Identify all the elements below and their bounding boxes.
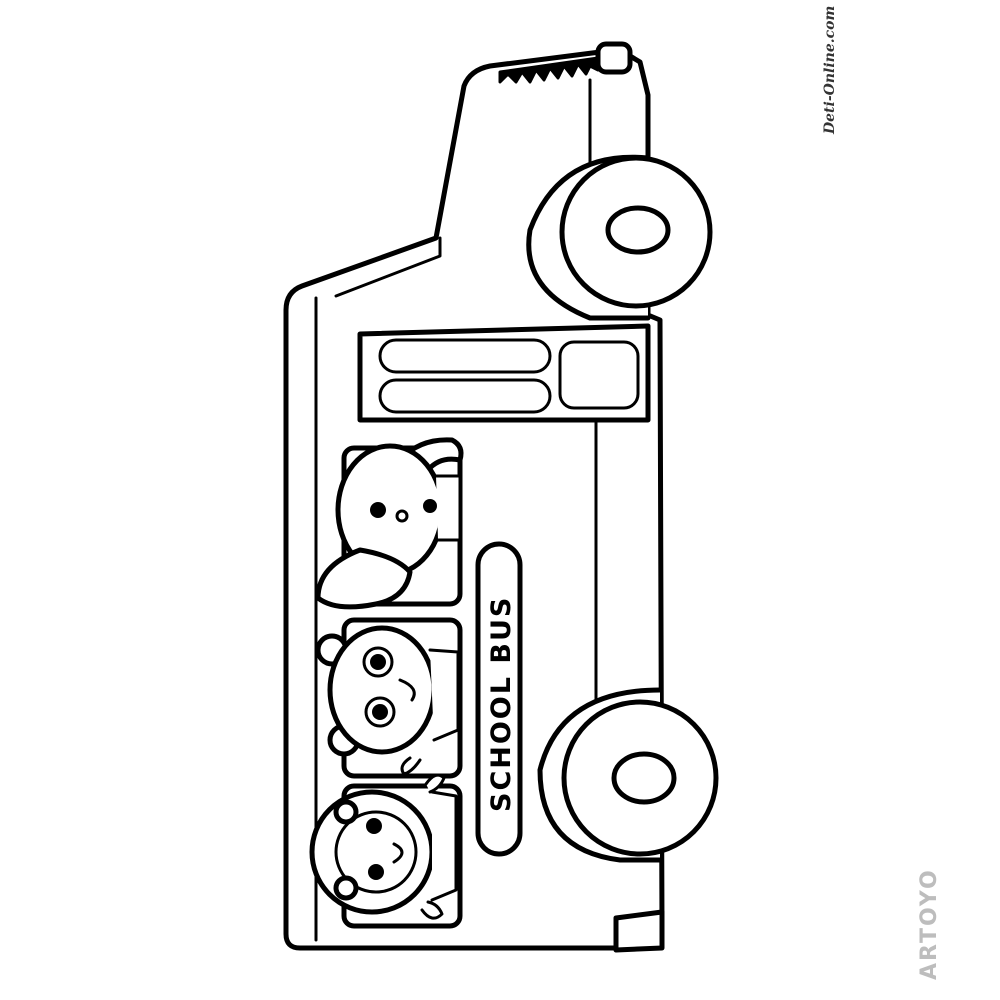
lion-eye-2: [368, 864, 384, 880]
vent-slot-1: [378, 338, 552, 374]
lion-body: [430, 790, 458, 902]
lion-hand-2: [420, 900, 444, 920]
school-bus-sign: SCHOOL BUS: [475, 541, 523, 857]
vent-slot-2: [378, 378, 552, 414]
lion-ear-2: [333, 875, 359, 901]
bear-eye-1: [370, 654, 386, 670]
windshield-trim: [334, 236, 442, 298]
elephant-body: [434, 474, 462, 542]
rear-bumper: [613, 909, 665, 953]
vent-block: [558, 340, 640, 410]
bear-eye-2: [372, 704, 388, 720]
elephant-ear: [315, 547, 413, 610]
bear-body: [428, 648, 460, 742]
lion-ear-1: [333, 799, 359, 825]
bear-head: [327, 625, 437, 755]
lion-hand-1: [424, 773, 446, 794]
elephant-nose: [395, 509, 409, 523]
sign-plate: [475, 541, 523, 857]
watermark-site: Deti-Online.com: [822, 6, 838, 135]
bear-icon: [315, 625, 460, 776]
elephant-icon: [315, 437, 464, 610]
side-vents: [357, 323, 651, 423]
hubcap-bottom: [611, 751, 677, 805]
elephant-eye-2: [423, 499, 437, 513]
bear-hand: [400, 756, 422, 776]
watermark-brand: ARTOYO: [917, 868, 942, 980]
grille: [498, 56, 600, 84]
wheel-icon: [526, 154, 713, 321]
lion-face: [334, 810, 418, 894]
hubcap-top: [605, 205, 671, 255]
elephant-eye-1: [370, 502, 386, 518]
lion-mouth: [392, 842, 404, 864]
wheel-icon: [537, 687, 719, 863]
sign-text: SCHOOL BUS: [486, 596, 517, 812]
bear-mouth: [398, 678, 416, 702]
lion-eye-1: [366, 818, 382, 834]
lion-icon: [309, 773, 458, 920]
headlight: [595, 41, 633, 75]
